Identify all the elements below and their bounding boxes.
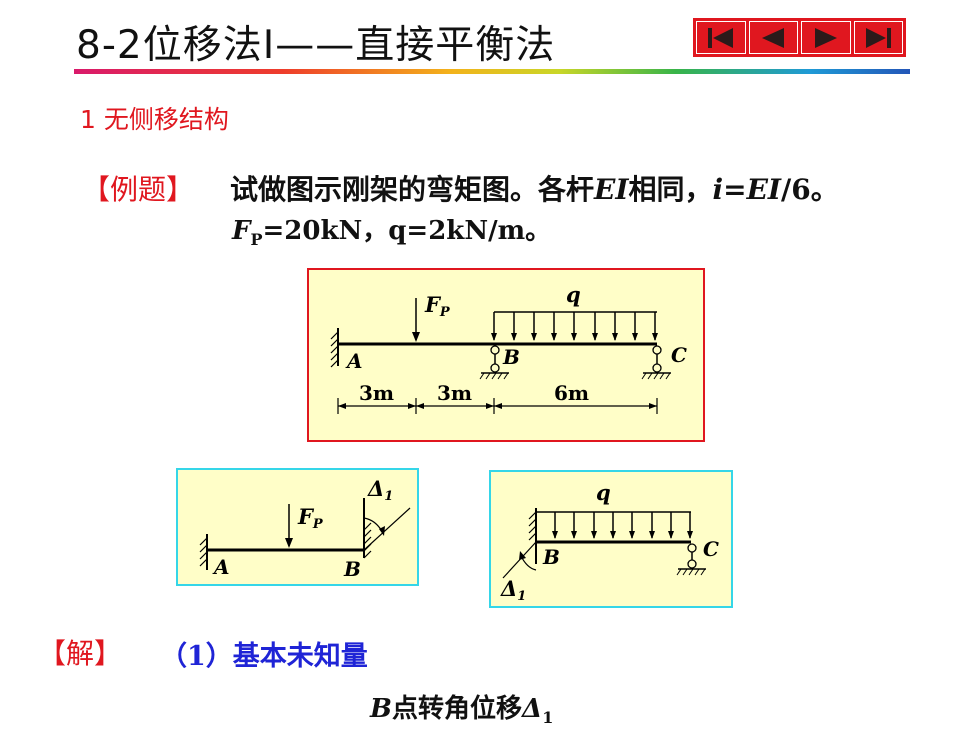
q-label: q [566, 282, 581, 307]
problem-text-mid: 相同， [628, 173, 713, 206]
problem-text: 试做图示刚架的弯矩图。各杆 [230, 173, 595, 206]
last-slide-button[interactable] [853, 21, 903, 54]
first-slide-button[interactable] [696, 21, 746, 54]
dimension-label-3: 6m [554, 381, 589, 405]
dimension-label-1: 3m [359, 381, 394, 405]
node-b-label: B [343, 557, 361, 581]
title-underline-gradient [74, 69, 910, 74]
node-b-label: B [542, 545, 560, 569]
last-slide-icon [866, 27, 892, 48]
load-values: =20kN，q=2kN/m。 [262, 216, 552, 246]
q-label: q [596, 480, 611, 505]
node-c-label: C [703, 537, 719, 561]
node-c-label: C [671, 343, 687, 367]
solution-step-1: （1）基本未知量 [160, 641, 368, 672]
subdiagram-left-svg: FP A B Δ1 [199, 476, 411, 581]
ei-symbol-2: EI [746, 173, 782, 206]
node-a-label: A [345, 349, 363, 373]
i-symbol: i [712, 173, 724, 206]
first-slide-icon [707, 27, 733, 48]
equals-sign: = [723, 173, 747, 206]
problem-statement-line1: 试做图示刚架的弯矩图。各杆EI相同，i=EI/6。 [230, 168, 839, 208]
delta1-label: Δ1 [500, 576, 526, 604]
solution-label: 【解】 [38, 637, 123, 670]
subdiagram-right-svg: q B C Δ1 [500, 480, 719, 604]
dimension-label-2: 3m [437, 381, 472, 405]
problem-statement-line2: FP=20kN，q=2kN/m。 [232, 210, 551, 249]
b-symbol: B [370, 694, 392, 724]
delta-subscript: 1 [542, 708, 554, 728]
slide-title: 8-2位移法Ⅰ——直接平衡法 [76, 23, 556, 68]
basic-unknown-line: B点转角位移Δ1 [370, 688, 553, 727]
unknown-text: 点转角位移 [391, 694, 522, 724]
subdiagram-right: q B C Δ1 [489, 470, 733, 608]
next-slide-button[interactable] [801, 21, 851, 54]
ei-symbol: EI [594, 173, 629, 206]
node-a-label: A [212, 555, 230, 579]
previous-slide-button[interactable] [748, 21, 798, 54]
next-slide-icon [814, 27, 837, 48]
fp-symbol: F [232, 216, 251, 246]
section-heading: 1 无侧移结构 [80, 105, 229, 134]
delta-symbol: Δ [522, 694, 543, 724]
slide-navigation [693, 18, 906, 57]
subdiagram-left: FP A B Δ1 [176, 468, 419, 586]
fp-subscript: P [250, 230, 263, 250]
structure-diagram: FP q A B C 3m 3m 6m [307, 268, 705, 442]
example-label: 【例题】 [82, 173, 195, 206]
structure-svg: FP q A B C 3m 3m 6m [330, 282, 687, 414]
formula-end: /6。 [781, 173, 839, 206]
fp-label: FP [297, 504, 324, 532]
previous-slide-icon [762, 27, 785, 48]
node-b-label: B [502, 345, 520, 369]
fp-label: FP [424, 292, 451, 320]
delta1-label: Δ1 [367, 476, 393, 504]
